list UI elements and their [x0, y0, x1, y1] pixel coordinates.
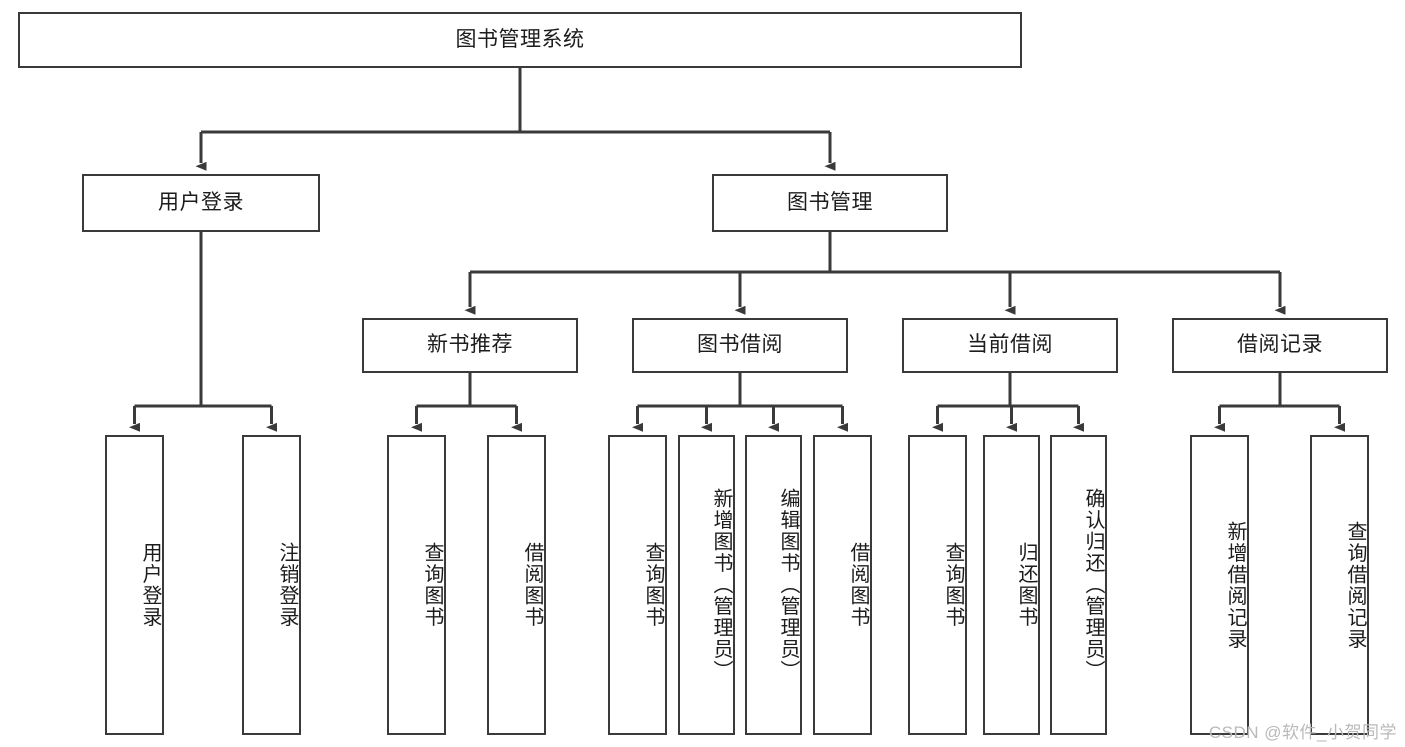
- node-label: 新增借阅记录: [1224, 520, 1246, 650]
- leaf-node-3[interactable]: 借阅图书: [487, 435, 546, 735]
- level2-node-3[interactable]: 借阅记录: [1172, 318, 1388, 373]
- leaf-node-5[interactable]: 新增图书（管理员）: [678, 435, 735, 735]
- level1-node-1[interactable]: 图书管理: [712, 174, 948, 232]
- root-node-图书管理系统[interactable]: 图书管理系统: [18, 12, 1022, 68]
- node-label: 查询图书: [642, 542, 664, 628]
- level2-node-1[interactable]: 图书借阅: [632, 318, 848, 373]
- node-label: 注销登录: [276, 542, 298, 628]
- node-label: 图书管理: [787, 190, 873, 214]
- node-label: 查询图书: [421, 542, 443, 628]
- node-label: 用户登录: [158, 190, 244, 214]
- leaf-node-6[interactable]: 编辑图书（管理员）: [745, 435, 802, 735]
- leaf-node-10[interactable]: 确认归还（管理员）: [1050, 435, 1107, 735]
- leaf-node-12[interactable]: 查询借阅记录: [1310, 435, 1369, 735]
- node-label: 查询图书: [942, 542, 964, 628]
- leaf-node-11[interactable]: 新增借阅记录: [1190, 435, 1249, 735]
- level2-node-0[interactable]: 新书推荐: [362, 318, 578, 373]
- csdn-watermark: CSDN @软件_小贺同学: [1208, 723, 1397, 742]
- node-label: 图书管理系统: [455, 27, 585, 51]
- leaf-node-9[interactable]: 归还图书: [983, 435, 1040, 735]
- node-label: 图书借阅: [697, 333, 783, 357]
- node-label: 借阅图书: [521, 542, 543, 628]
- leaf-node-2[interactable]: 查询图书: [387, 435, 446, 735]
- node-label: 编辑图书（管理员）: [777, 488, 799, 682]
- leaf-node-1[interactable]: 注销登录: [242, 435, 301, 735]
- leaf-node-0[interactable]: 用户登录: [105, 435, 164, 735]
- node-label: 用户登录: [139, 542, 161, 628]
- node-label: 新书推荐: [427, 333, 513, 357]
- node-label: 归还图书: [1015, 542, 1037, 628]
- leaf-node-4[interactable]: 查询图书: [608, 435, 667, 735]
- node-label: 当前借阅: [967, 333, 1053, 357]
- level2-node-2[interactable]: 当前借阅: [902, 318, 1118, 373]
- node-label: 新增图书（管理员）: [710, 488, 732, 682]
- leaf-node-8[interactable]: 查询图书: [908, 435, 967, 735]
- node-label: 借阅图书: [847, 542, 869, 628]
- node-label: 借阅记录: [1237, 333, 1323, 357]
- level1-node-0[interactable]: 用户登录: [82, 174, 320, 232]
- node-label: 确认归还（管理员）: [1082, 488, 1104, 682]
- leaf-node-7[interactable]: 借阅图书: [813, 435, 872, 735]
- node-label: 查询借阅记录: [1344, 520, 1366, 650]
